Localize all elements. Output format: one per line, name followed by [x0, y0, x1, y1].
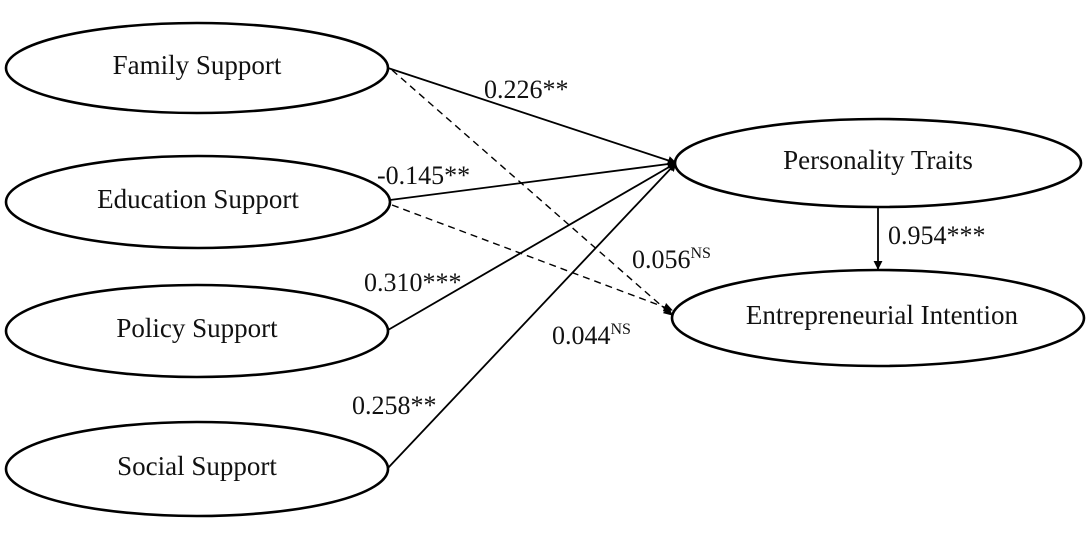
coef-family-to-intention-value: 0.056 — [632, 245, 691, 274]
node-family-support-label: Family Support — [113, 50, 282, 80]
node-social-support-label: Social Support — [117, 451, 277, 481]
coef-education-to-intention-significance: NS — [611, 321, 631, 338]
path-family-to-personality — [387, 67, 677, 165]
node-entrepreneurial-intention: Entrepreneurial Intention — [670, 268, 1086, 368]
node-entrepreneurial-intention-label: Entrepreneurial Intention — [746, 300, 1019, 330]
node-family-support: Family Support — [4, 21, 390, 115]
coef-education-to-personality: -0.145** — [377, 161, 470, 190]
coef-social-to-personality: 0.258** — [352, 391, 437, 420]
coef-policy-to-personality: 0.310*** — [364, 268, 462, 297]
coef-education-to-intention-value: 0.044 — [552, 321, 611, 350]
coef-personality-to-intention: 0.954*** — [888, 221, 986, 250]
coef-family-to-intention: 0.056NS — [632, 245, 711, 274]
node-personality-traits: Personality Traits — [673, 117, 1083, 209]
path-policy-to-personality — [387, 162, 677, 331]
node-social-support: Social Support — [4, 420, 390, 518]
path-family-to-intention — [391, 69, 673, 316]
coef-family-to-personality: 0.226** — [484, 75, 569, 104]
coef-family-to-intention-significance: NS — [691, 245, 711, 262]
path-education-to-intention — [391, 204, 673, 312]
node-policy-support-label: Policy Support — [116, 313, 278, 343]
path-education-to-personality — [389, 159, 677, 201]
path-social-to-personality — [387, 162, 677, 469]
coef-education-to-intention: 0.044NS — [552, 321, 631, 350]
node-education-support: Education Support — [4, 154, 392, 250]
node-policy-support: Policy Support — [4, 283, 390, 379]
node-personality-traits-label: Personality Traits — [783, 145, 973, 175]
node-education-support-label: Education Support — [97, 184, 299, 214]
